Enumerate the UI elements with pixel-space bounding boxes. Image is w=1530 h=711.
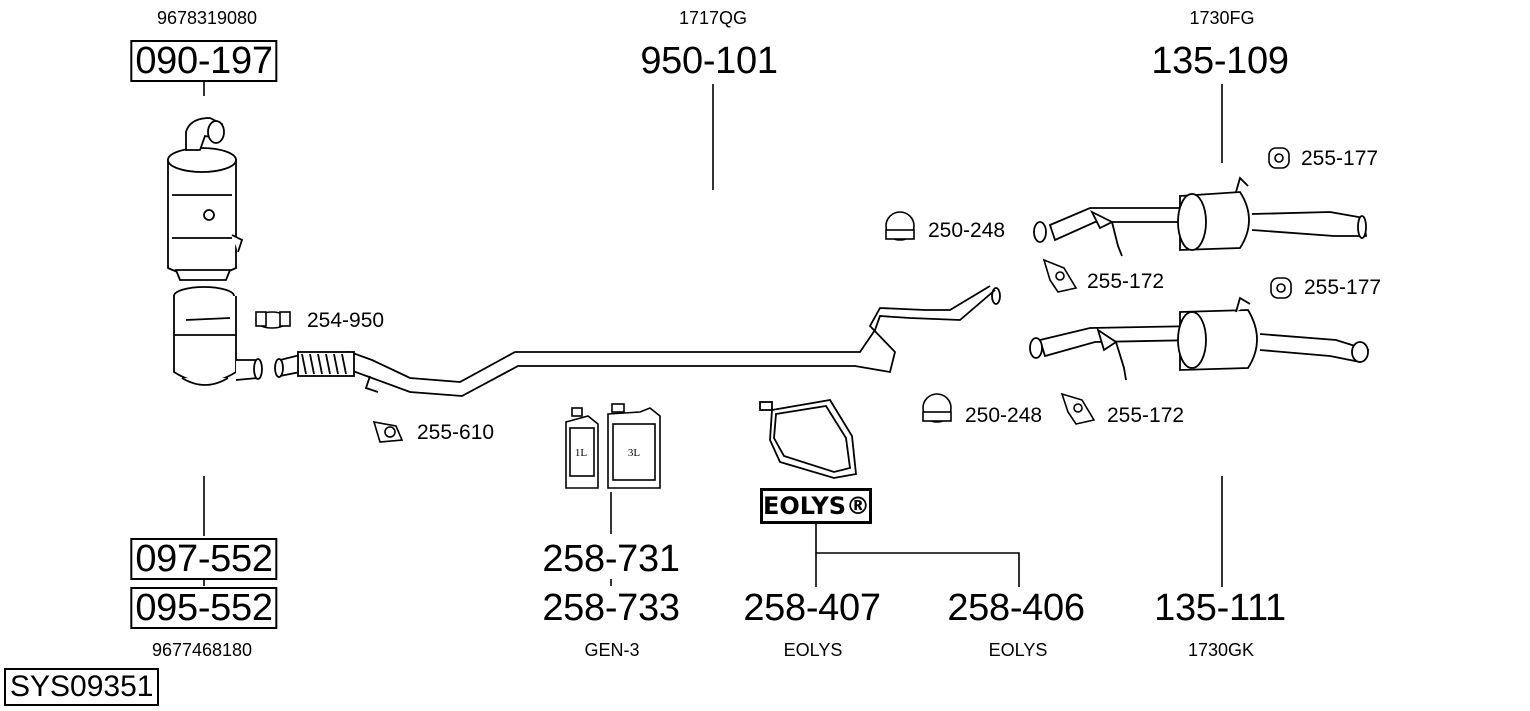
- oem-number-rear-silencer-1: 1730FG: [1189, 8, 1255, 28]
- fitting-label-250-248-bottom[interactable]: 250-248: [965, 404, 1043, 427]
- part-number-additive-1l[interactable]: 258-731: [542, 538, 680, 580]
- note-eolys-b: EOLYS: [988, 640, 1048, 660]
- rubber-mount-255-610-icon: [372, 420, 404, 443]
- oem-number-front-pipe: 1717QG: [678, 8, 748, 28]
- note-eolys-a: EOLYS: [783, 640, 843, 660]
- front-pipe-drawing: [274, 285, 1001, 397]
- additive-bottle-1l-drawing: [565, 407, 599, 489]
- rear-silencer-2-drawing: [1029, 296, 1370, 381]
- eolys-reservoir-drawing: [759, 399, 857, 479]
- fitting-label-255-172-top[interactable]: 255-172: [1087, 270, 1165, 293]
- container-label-1l: 1L: [575, 447, 588, 459]
- leader-line: [815, 521, 1020, 587]
- clamp-250-248-bottom-icon: [922, 393, 952, 423]
- part-number-rear-silencer-2[interactable]: 135-111: [1154, 587, 1286, 629]
- bracket-255-172-bottom-icon: [1060, 392, 1096, 425]
- container-label-3l: 3L: [628, 447, 641, 459]
- part-number-rear-silencer-1[interactable]: 135-109: [1151, 40, 1289, 82]
- catalytic-converter-drawing: [167, 117, 244, 281]
- part-number-dpf-b[interactable]: 095-552: [130, 587, 278, 629]
- rear-silencer-1-drawing: [1033, 176, 1368, 257]
- note-gen-3: GEN-3: [584, 640, 640, 660]
- eolys-logo: EOLYS®: [760, 488, 872, 524]
- diesel-particulate-filter-drawing: [173, 286, 263, 386]
- oem-number-catalyst: 9678319080: [156, 8, 258, 28]
- part-number-dpf-a[interactable]: 097-552: [130, 538, 278, 580]
- part-number-additive-3l[interactable]: 258-733: [542, 587, 680, 629]
- fitting-label-255-610[interactable]: 255-610: [417, 421, 495, 444]
- part-number-eolys-a[interactable]: 258-407: [743, 587, 881, 629]
- part-number-catalyst[interactable]: 090-197: [130, 40, 278, 82]
- rubber-255-177-bottom-icon: [1270, 277, 1292, 299]
- clamp-250-248-top-icon: [885, 211, 915, 241]
- part-number-eolys-b[interactable]: 258-406: [947, 587, 1085, 629]
- rubber-255-177-top-icon: [1268, 147, 1290, 169]
- oem-number-dpf: 9677468180: [151, 640, 253, 660]
- fitting-label-250-248-top[interactable]: 250-248: [928, 219, 1006, 242]
- oem-number-rear-silencer-2: 1730GK: [1187, 640, 1255, 660]
- system-id-label: SYS09351: [4, 668, 160, 706]
- clamp-254-950-icon: [255, 311, 291, 329]
- bracket-255-172-top-icon: [1042, 258, 1078, 293]
- additive-can-3l-drawing: [607, 403, 661, 489]
- part-number-front-pipe[interactable]: 950-101: [640, 40, 778, 82]
- fitting-label-255-172-bottom[interactable]: 255-172: [1107, 404, 1185, 427]
- fitting-label-255-177-top[interactable]: 255-177: [1301, 147, 1379, 170]
- fitting-label-255-177-bottom[interactable]: 255-177: [1304, 276, 1382, 299]
- fitting-label-254-950[interactable]: 254-950: [307, 309, 385, 332]
